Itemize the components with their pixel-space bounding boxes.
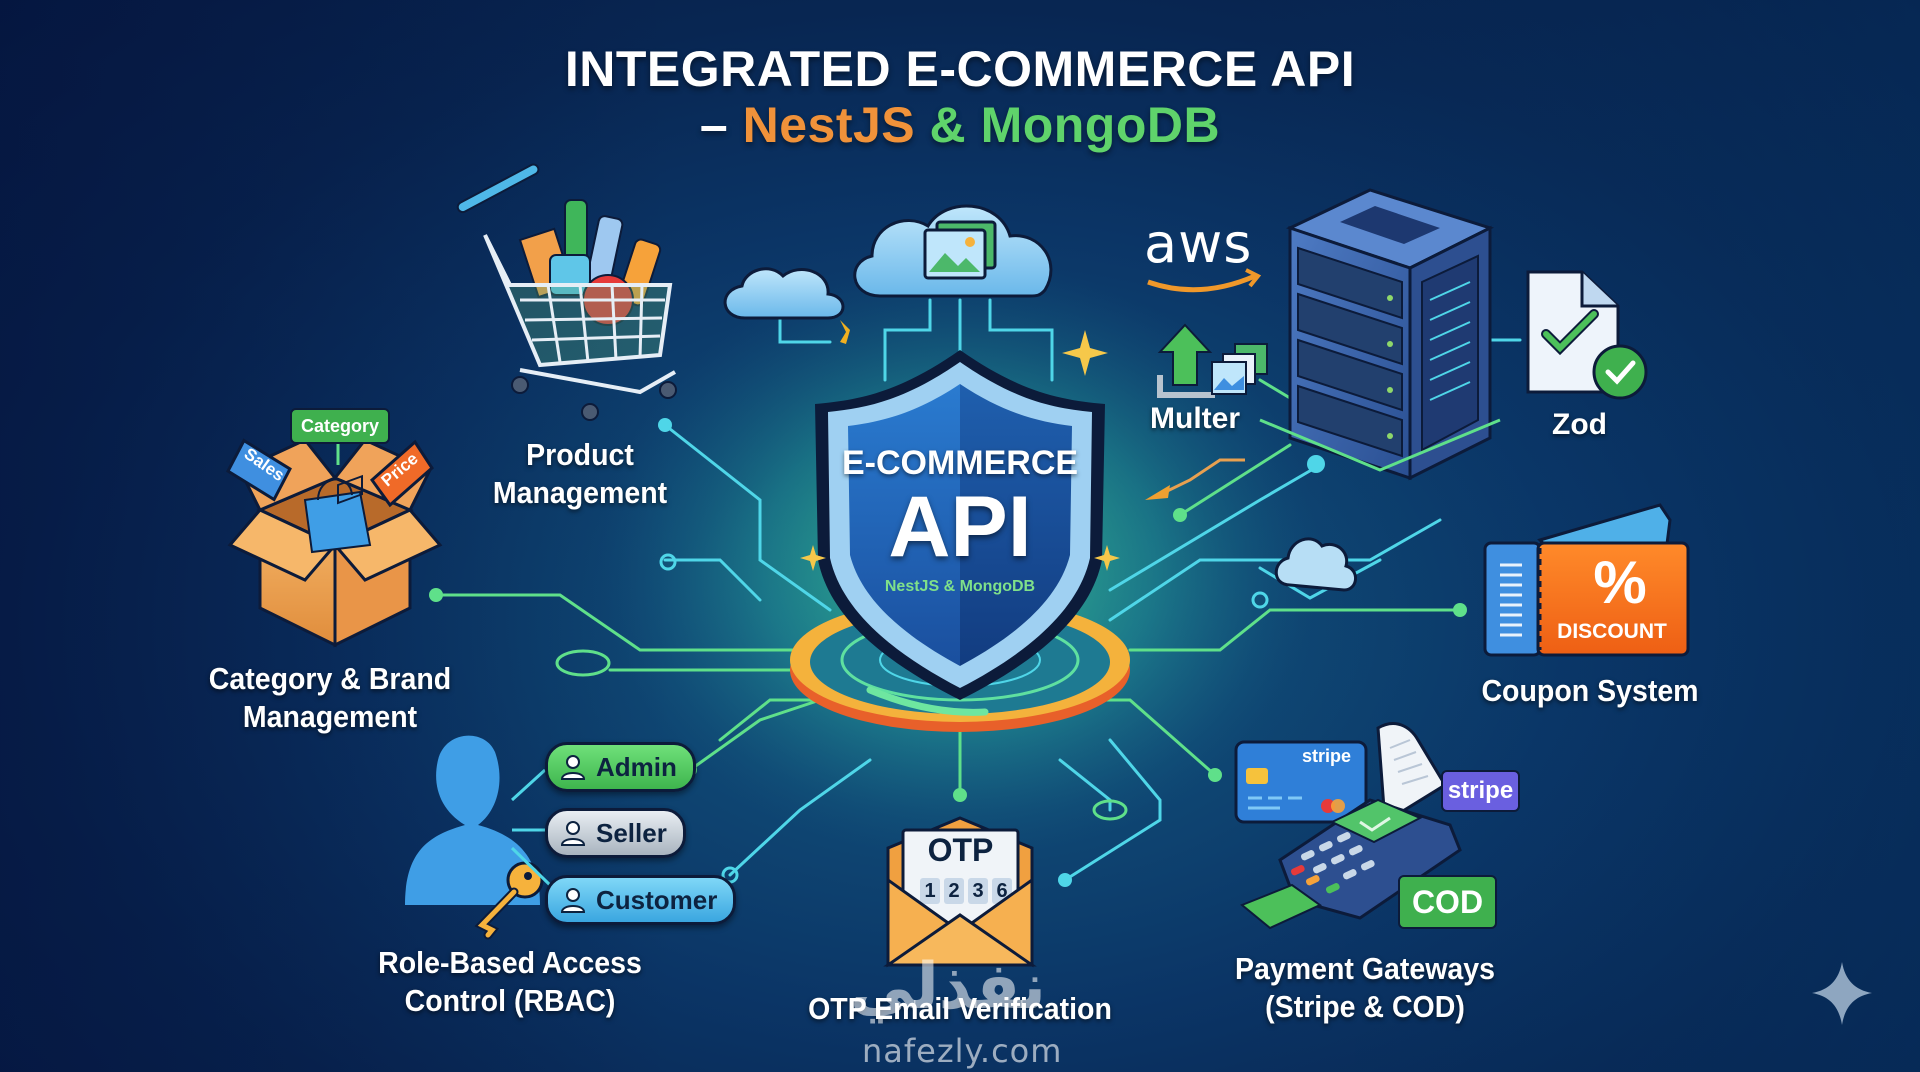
- category-brand-management-label: Category & Brand Management: [201, 660, 459, 736]
- otp-digit: 1: [924, 880, 936, 902]
- receipt-icon: [1376, 722, 1448, 825]
- server-icon: [1259, 188, 1501, 481]
- otp-digit: 2: [948, 880, 960, 902]
- open-box-icon: [227, 438, 443, 648]
- sparkle-star-icon: [1812, 962, 1872, 1025]
- circuit-nodes: [429, 418, 1467, 887]
- pos-terminal-icon: [1240, 798, 1462, 930]
- watermark-arabic: نفذلي: [850, 950, 1046, 1024]
- circuit-lines: [434, 298, 1522, 882]
- rbac-label-line2: Control (RBAC): [404, 983, 616, 1018]
- price-tag-icon: [369, 439, 434, 508]
- zod-label: Zod: [1552, 408, 1607, 441]
- role-pill-customer: Customer: [545, 875, 737, 925]
- api-shield-icon: [815, 350, 1105, 700]
- ticket-icon: [1483, 503, 1690, 657]
- core-top-text: E-COMMERCE: [841, 444, 1079, 482]
- product-management-label: Product Management: [470, 436, 691, 512]
- otp-icon-title: OTP: [927, 832, 994, 868]
- sparkle-icons: [800, 320, 1120, 571]
- aws-logo-text: aws: [1144, 212, 1253, 275]
- title-mongodb: MongoDB: [980, 97, 1221, 153]
- cod-badge: COD: [1398, 875, 1497, 929]
- role-customer-label: Customer: [596, 884, 718, 915]
- aws-smile-icon: [1147, 273, 1256, 293]
- document-check-icon: [1526, 270, 1648, 400]
- role-pill-admin: Admin: [545, 742, 696, 792]
- role-pill-seller: Seller: [545, 808, 686, 858]
- page-subtitle: – NestJS & MongoDB: [0, 96, 1920, 154]
- core-main-text: API: [888, 479, 1032, 575]
- category-tag: Category: [290, 408, 390, 444]
- category-label-line1: Category & Brand: [208, 661, 452, 696]
- rbac-label-line1: Role-Based Access: [378, 945, 642, 980]
- stripe-badge: stripe: [1441, 770, 1520, 812]
- card-stripe-text: stripe: [1302, 746, 1352, 766]
- payment-gateways-label: Payment Gateways (Stripe & COD): [1222, 950, 1507, 1026]
- title-nestjs: NestJS: [742, 97, 916, 153]
- product-label-line2: Management: [492, 475, 668, 510]
- upload-icon: [1157, 323, 1268, 398]
- otp-email-verification-label: OTP Email Verification: [808, 991, 1112, 1026]
- small-cloud-icon: [1274, 537, 1357, 592]
- coupon-system-label: Coupon System: [1481, 673, 1699, 708]
- title-ampersand: &: [929, 97, 967, 153]
- core-sub-text: NestJS & MongoDB: [884, 578, 1036, 595]
- role-admin-label: Admin: [596, 751, 677, 782]
- user-key-icon: [405, 735, 552, 940]
- cloud-icon: [723, 267, 845, 320]
- user-icon: [560, 888, 586, 913]
- shopping-cart-icon: [456, 163, 677, 421]
- user-icon: [560, 755, 586, 780]
- title-dash: –: [699, 97, 729, 153]
- envelope-icon: [883, 816, 1037, 968]
- page-title: INTEGRATED E-COMMERCE API: [564, 41, 1356, 97]
- payment-label-line1: Payment Gateways: [1235, 951, 1495, 986]
- sales-tag-icon: [226, 438, 292, 502]
- user-icon: [560, 821, 586, 846]
- coupon-percent: %: [1593, 549, 1647, 616]
- product-label-line1: Product: [526, 437, 634, 472]
- multer-label: Multer: [1150, 402, 1240, 435]
- watermark-site: nafezly.com: [862, 1032, 1063, 1070]
- otp-digits: 1 2 3 6: [920, 878, 1012, 904]
- cloud-image-icon: [853, 204, 1053, 298]
- role-seller-label: Seller: [596, 817, 667, 848]
- otp-digit: 6: [996, 880, 1008, 902]
- coupon-discount-text: DISCOUNT: [1557, 620, 1667, 643]
- aws-arrowhead-icon: [1245, 268, 1262, 288]
- payment-label-line2: (Stripe & COD): [1265, 989, 1465, 1024]
- credit-card-icon: [1234, 740, 1368, 824]
- rbac-label: Role-Based Access Control (RBAC): [372, 944, 648, 1020]
- otp-digit: 3: [972, 880, 984, 902]
- category-label-line2: Management: [242, 699, 418, 734]
- orange-arrow-icon: [1145, 458, 1245, 500]
